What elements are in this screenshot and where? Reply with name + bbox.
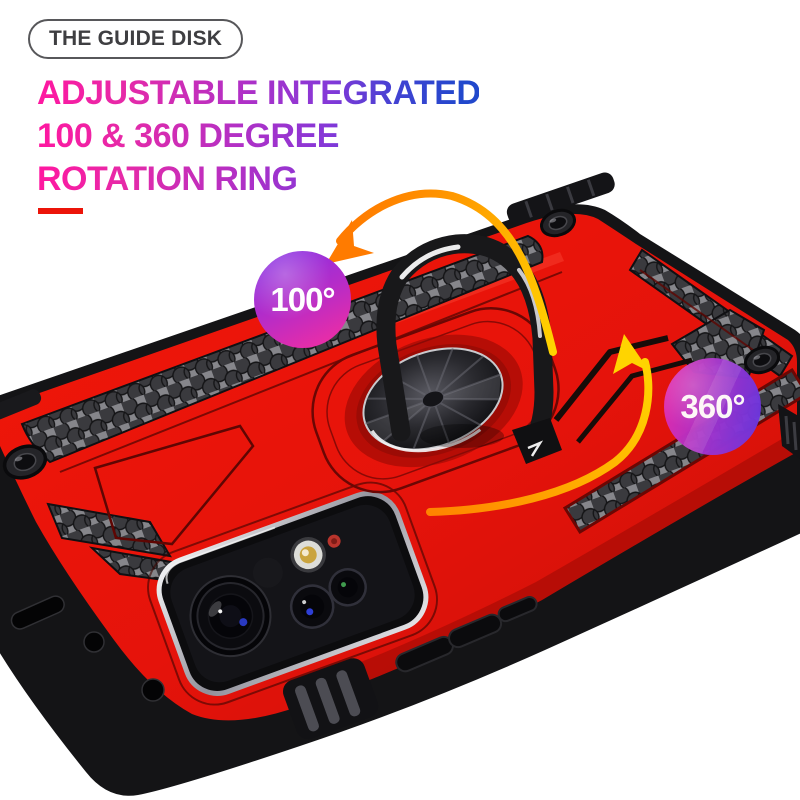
brand-pill-label: THE GUIDE DISK [49, 27, 223, 50]
badge-360-label: 360° [680, 387, 745, 425]
headline-line-2: 100 & 360 DEGREE [37, 115, 339, 158]
phone-case [0, 172, 800, 796]
ring-loop [376, 234, 554, 454]
ring-shadow [420, 424, 504, 448]
curved-rotation-arrow-up-icon [426, 334, 653, 516]
headline-line-1: ADJUSTABLE INTEGRATED [37, 72, 481, 115]
port-hole-mic [83, 631, 105, 653]
headline-line-3: ROTATION RING [37, 158, 298, 201]
red-underline [38, 208, 83, 214]
corner-screw-left [2, 444, 48, 480]
corner-screw-top [540, 208, 576, 238]
side-buttons [395, 595, 538, 673]
headline: ADJUSTABLE INTEGRATED 100 & 360 DEGREE R… [37, 72, 481, 201]
brand-pill: THE GUIDE DISK [28, 19, 244, 59]
camera-module [147, 481, 438, 706]
curved-rotation-arrow-left-icon [326, 189, 557, 356]
left-edge-tab [0, 389, 42, 420]
badge-100-degree: 100° [254, 251, 351, 348]
speaker-slot [10, 595, 65, 630]
disc-hub [421, 390, 445, 408]
corner-screw-right [744, 345, 780, 375]
top-corner-guard [506, 172, 615, 224]
camera-lens-large [189, 575, 272, 658]
panel-accent-lines [59, 269, 771, 546]
ring-hinge-foot [512, 418, 562, 464]
honeycomb-armor-left-wing-upper [46, 502, 172, 558]
camera-red-dot [327, 534, 341, 548]
chevron-accents [553, 335, 693, 444]
right-corner-guard [778, 404, 800, 460]
camera-flash [290, 537, 326, 573]
camera-aux-hole [252, 557, 283, 588]
camera-lens-small [328, 568, 367, 607]
badge-360-degree: 360° [664, 358, 761, 455]
port-hole-jack [141, 678, 165, 702]
badge-100-label: 100° [270, 280, 335, 318]
ring-kickstand [311, 234, 562, 494]
camera-lens-mid [289, 584, 335, 629]
bottom-corner-grip [282, 658, 379, 740]
honeycomb-armor-top-strip [20, 234, 544, 464]
